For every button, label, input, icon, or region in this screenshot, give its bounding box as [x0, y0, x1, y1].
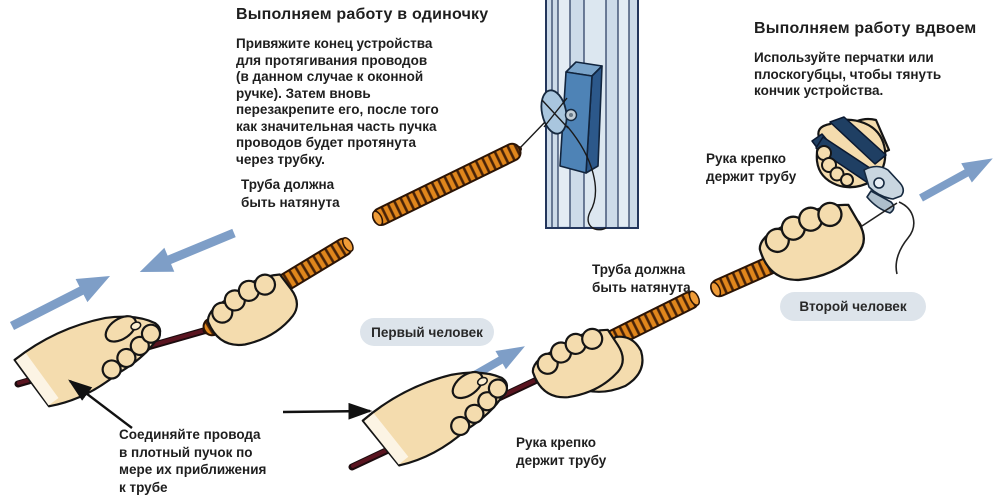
tube-taut-label-left: Труба должна быть натянута [241, 177, 340, 210]
motion-arrow-icon [139, 228, 236, 273]
right-scene-title: Выполняем работу вдвоем [754, 20, 977, 37]
window-handle [559, 61, 603, 174]
fist-gripping-tube [531, 327, 644, 399]
motion-arrow-icon [919, 158, 993, 202]
pull-cord-loop [540, 89, 607, 231]
fist-gripping-tube [758, 201, 865, 282]
hand-holding-wire [361, 370, 509, 467]
cord-tip [861, 201, 915, 275]
hand-holding-wire [13, 315, 162, 408]
tube-taut-label-middle: Труба должна быть натянута [592, 262, 691, 295]
grip-label-second-person: Рука крепко держит трубу [706, 151, 797, 184]
motion-arrow-icon [9, 276, 111, 331]
pull-cord [516, 121, 546, 152]
second-person-badge: Второй человек [780, 292, 926, 321]
left-scene-title: Выполняем работу в одиночку [236, 6, 489, 23]
left-scene-description: Привяжите конец устройства для протягива… [236, 36, 439, 167]
grip-label-first-person: Рука крепко держит трубу [516, 435, 607, 468]
right-scene-description: Используйте перчатки или плоскогубцы, чт… [754, 50, 942, 98]
first-person-badge: Первый человек [360, 318, 494, 346]
conduit-tube [371, 142, 522, 226]
wire-bundle-label: Соединяйте провода в плотный пучок по ме… [119, 427, 267, 495]
hand-with-pliers [811, 116, 905, 214]
fist-gripping-tube [206, 273, 298, 347]
annotation-arrow-icon [282, 402, 373, 420]
annotation-arrow-icon [68, 379, 133, 429]
pliers-jaws [863, 165, 905, 214]
